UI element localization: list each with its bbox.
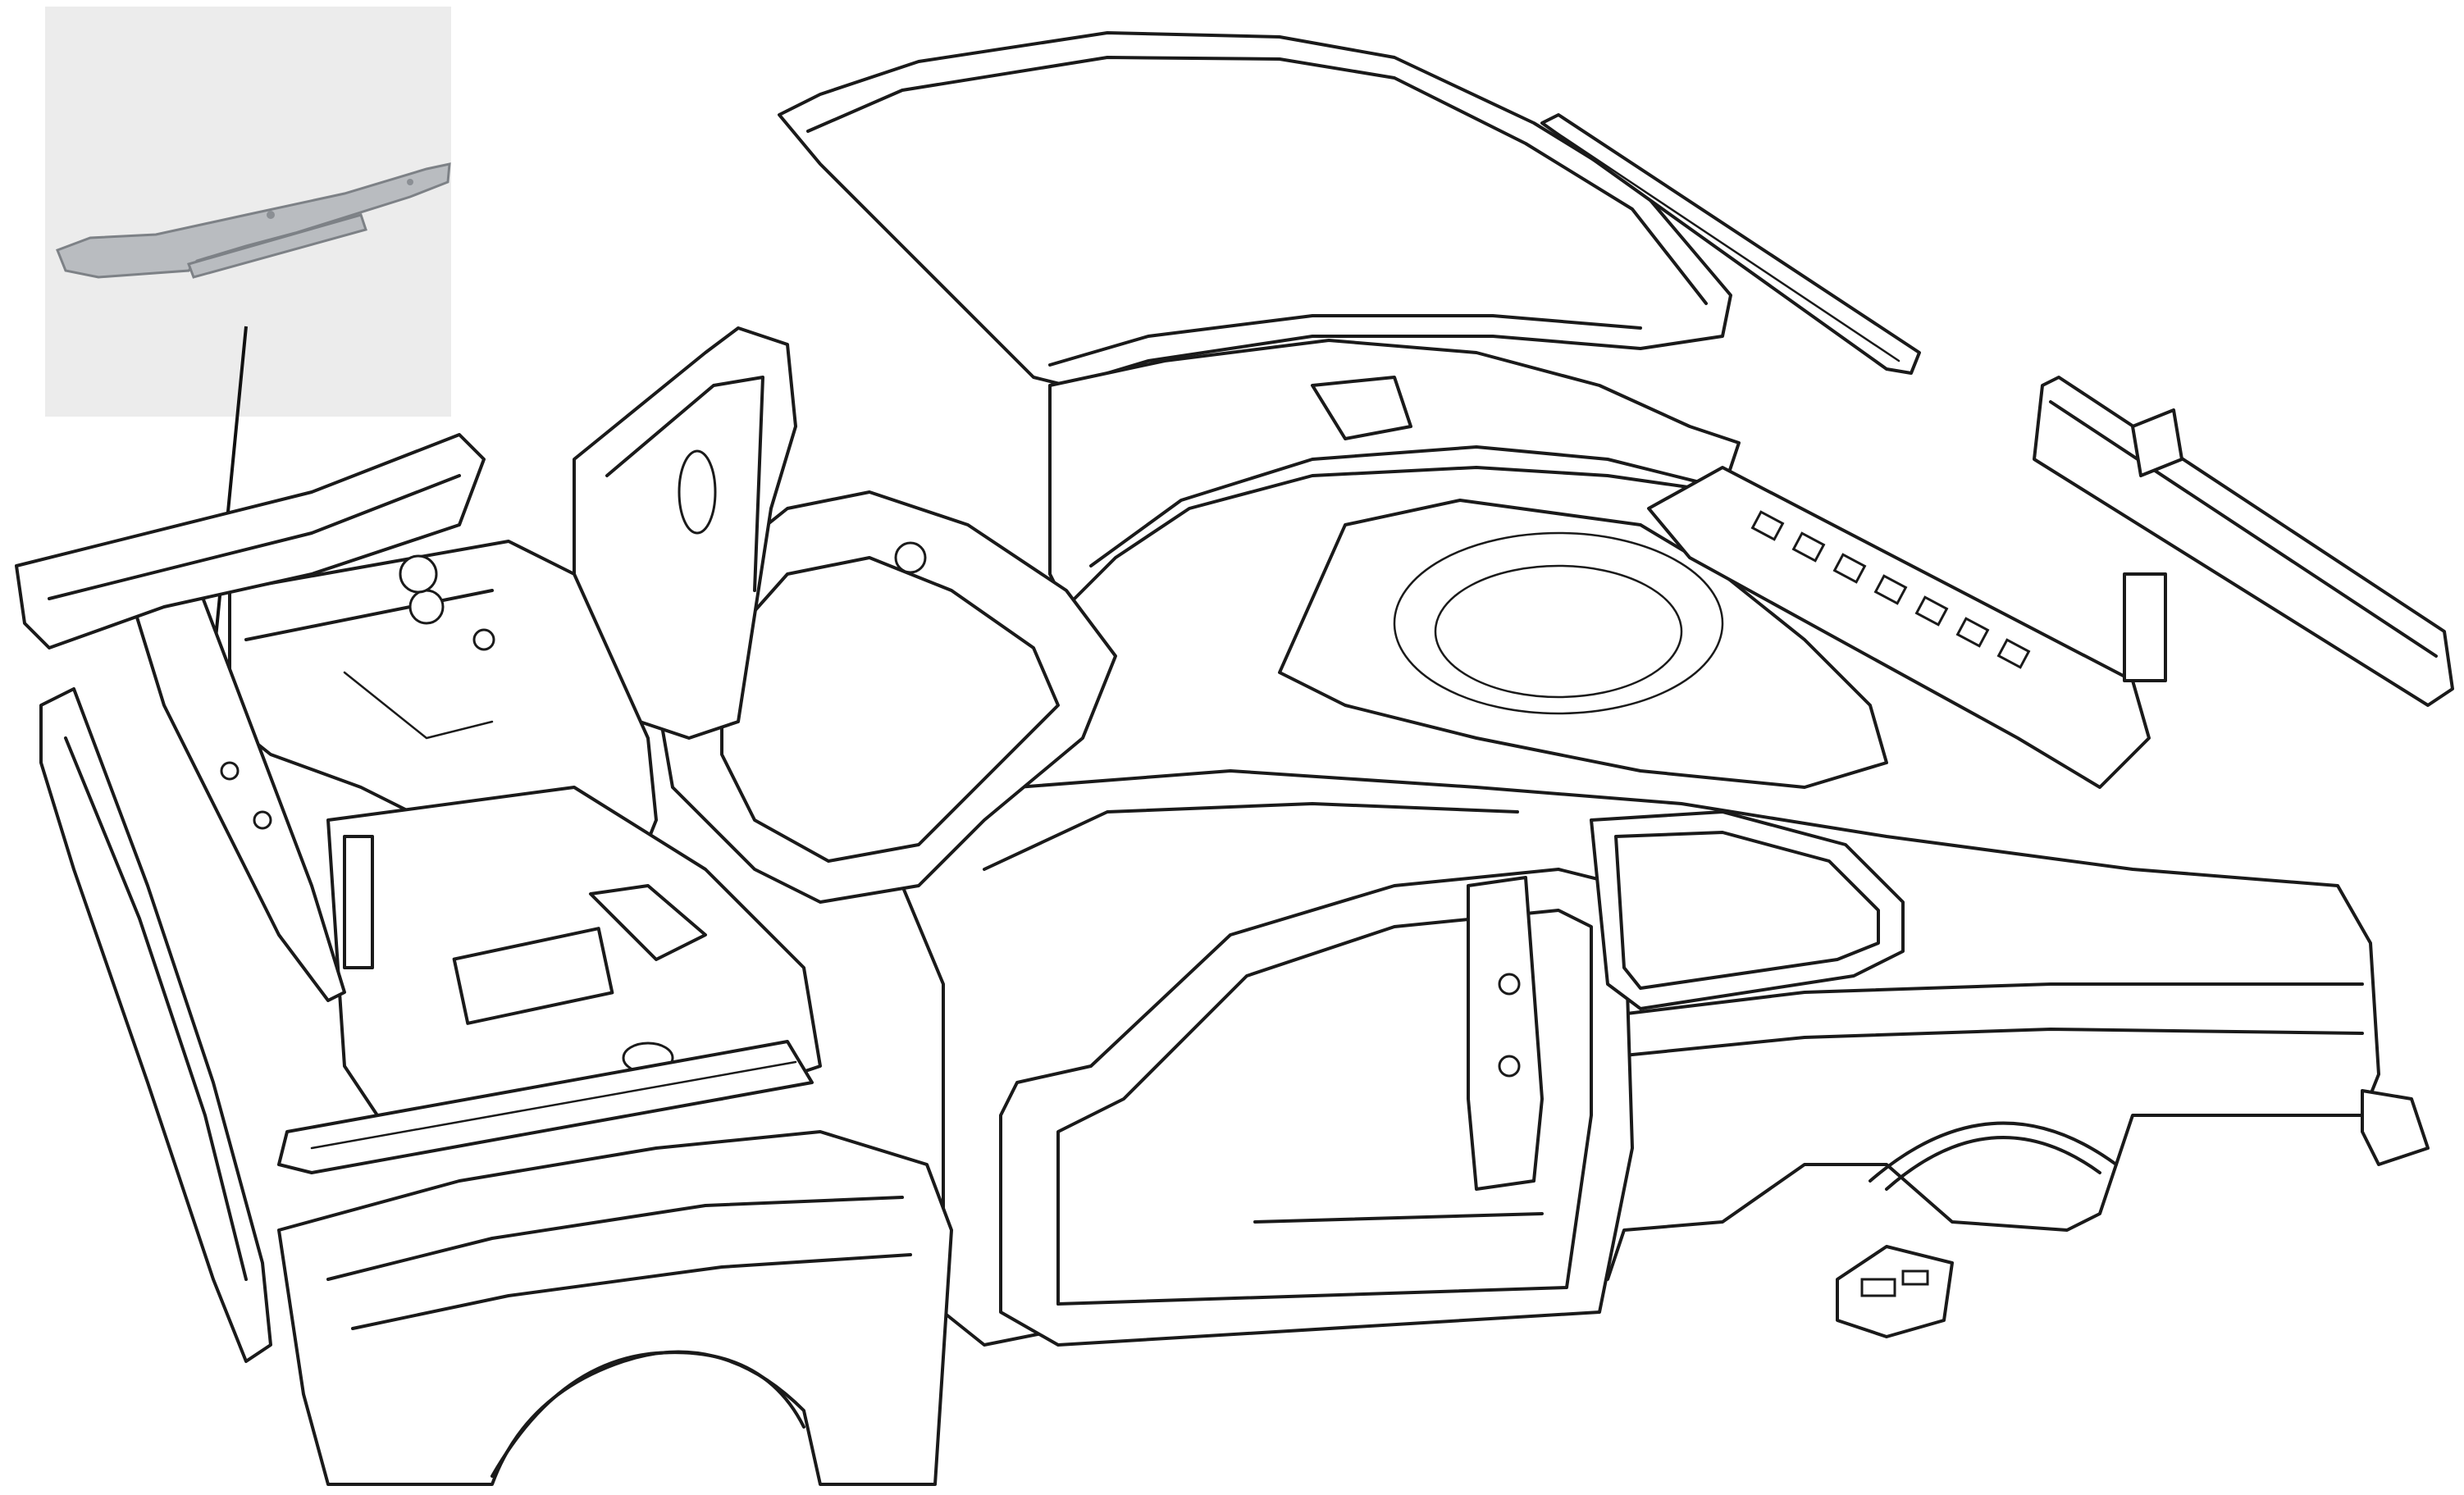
crossmember-part-icon (56, 162, 451, 279)
front-sill-member (277, 1040, 814, 1174)
front-wing-fender (277, 1130, 953, 1486)
front-floor-pan (326, 786, 822, 1125)
rail-slots (1750, 510, 2031, 669)
rear-bumper-bracket (2361, 1089, 2430, 1166)
radiator-support-panel (130, 581, 374, 1002)
inset-part-photo (45, 7, 451, 417)
rear-window-frame (1048, 339, 1741, 608)
roof-rail-strip (1540, 113, 1921, 375)
rear-cross-rail (1647, 466, 2151, 789)
front-apron (39, 687, 272, 1363)
a-pillar-inner (573, 326, 797, 740)
b-pillar (1467, 876, 1544, 1191)
rear-axle-bracket (1836, 1245, 1954, 1338)
quarter-window-opening (1590, 810, 1905, 1010)
rear-valance-panel (2033, 376, 2454, 707)
rear-floor-pan (1278, 499, 1888, 789)
front-inner-wing (15, 433, 486, 650)
roof-panel (778, 31, 1732, 387)
